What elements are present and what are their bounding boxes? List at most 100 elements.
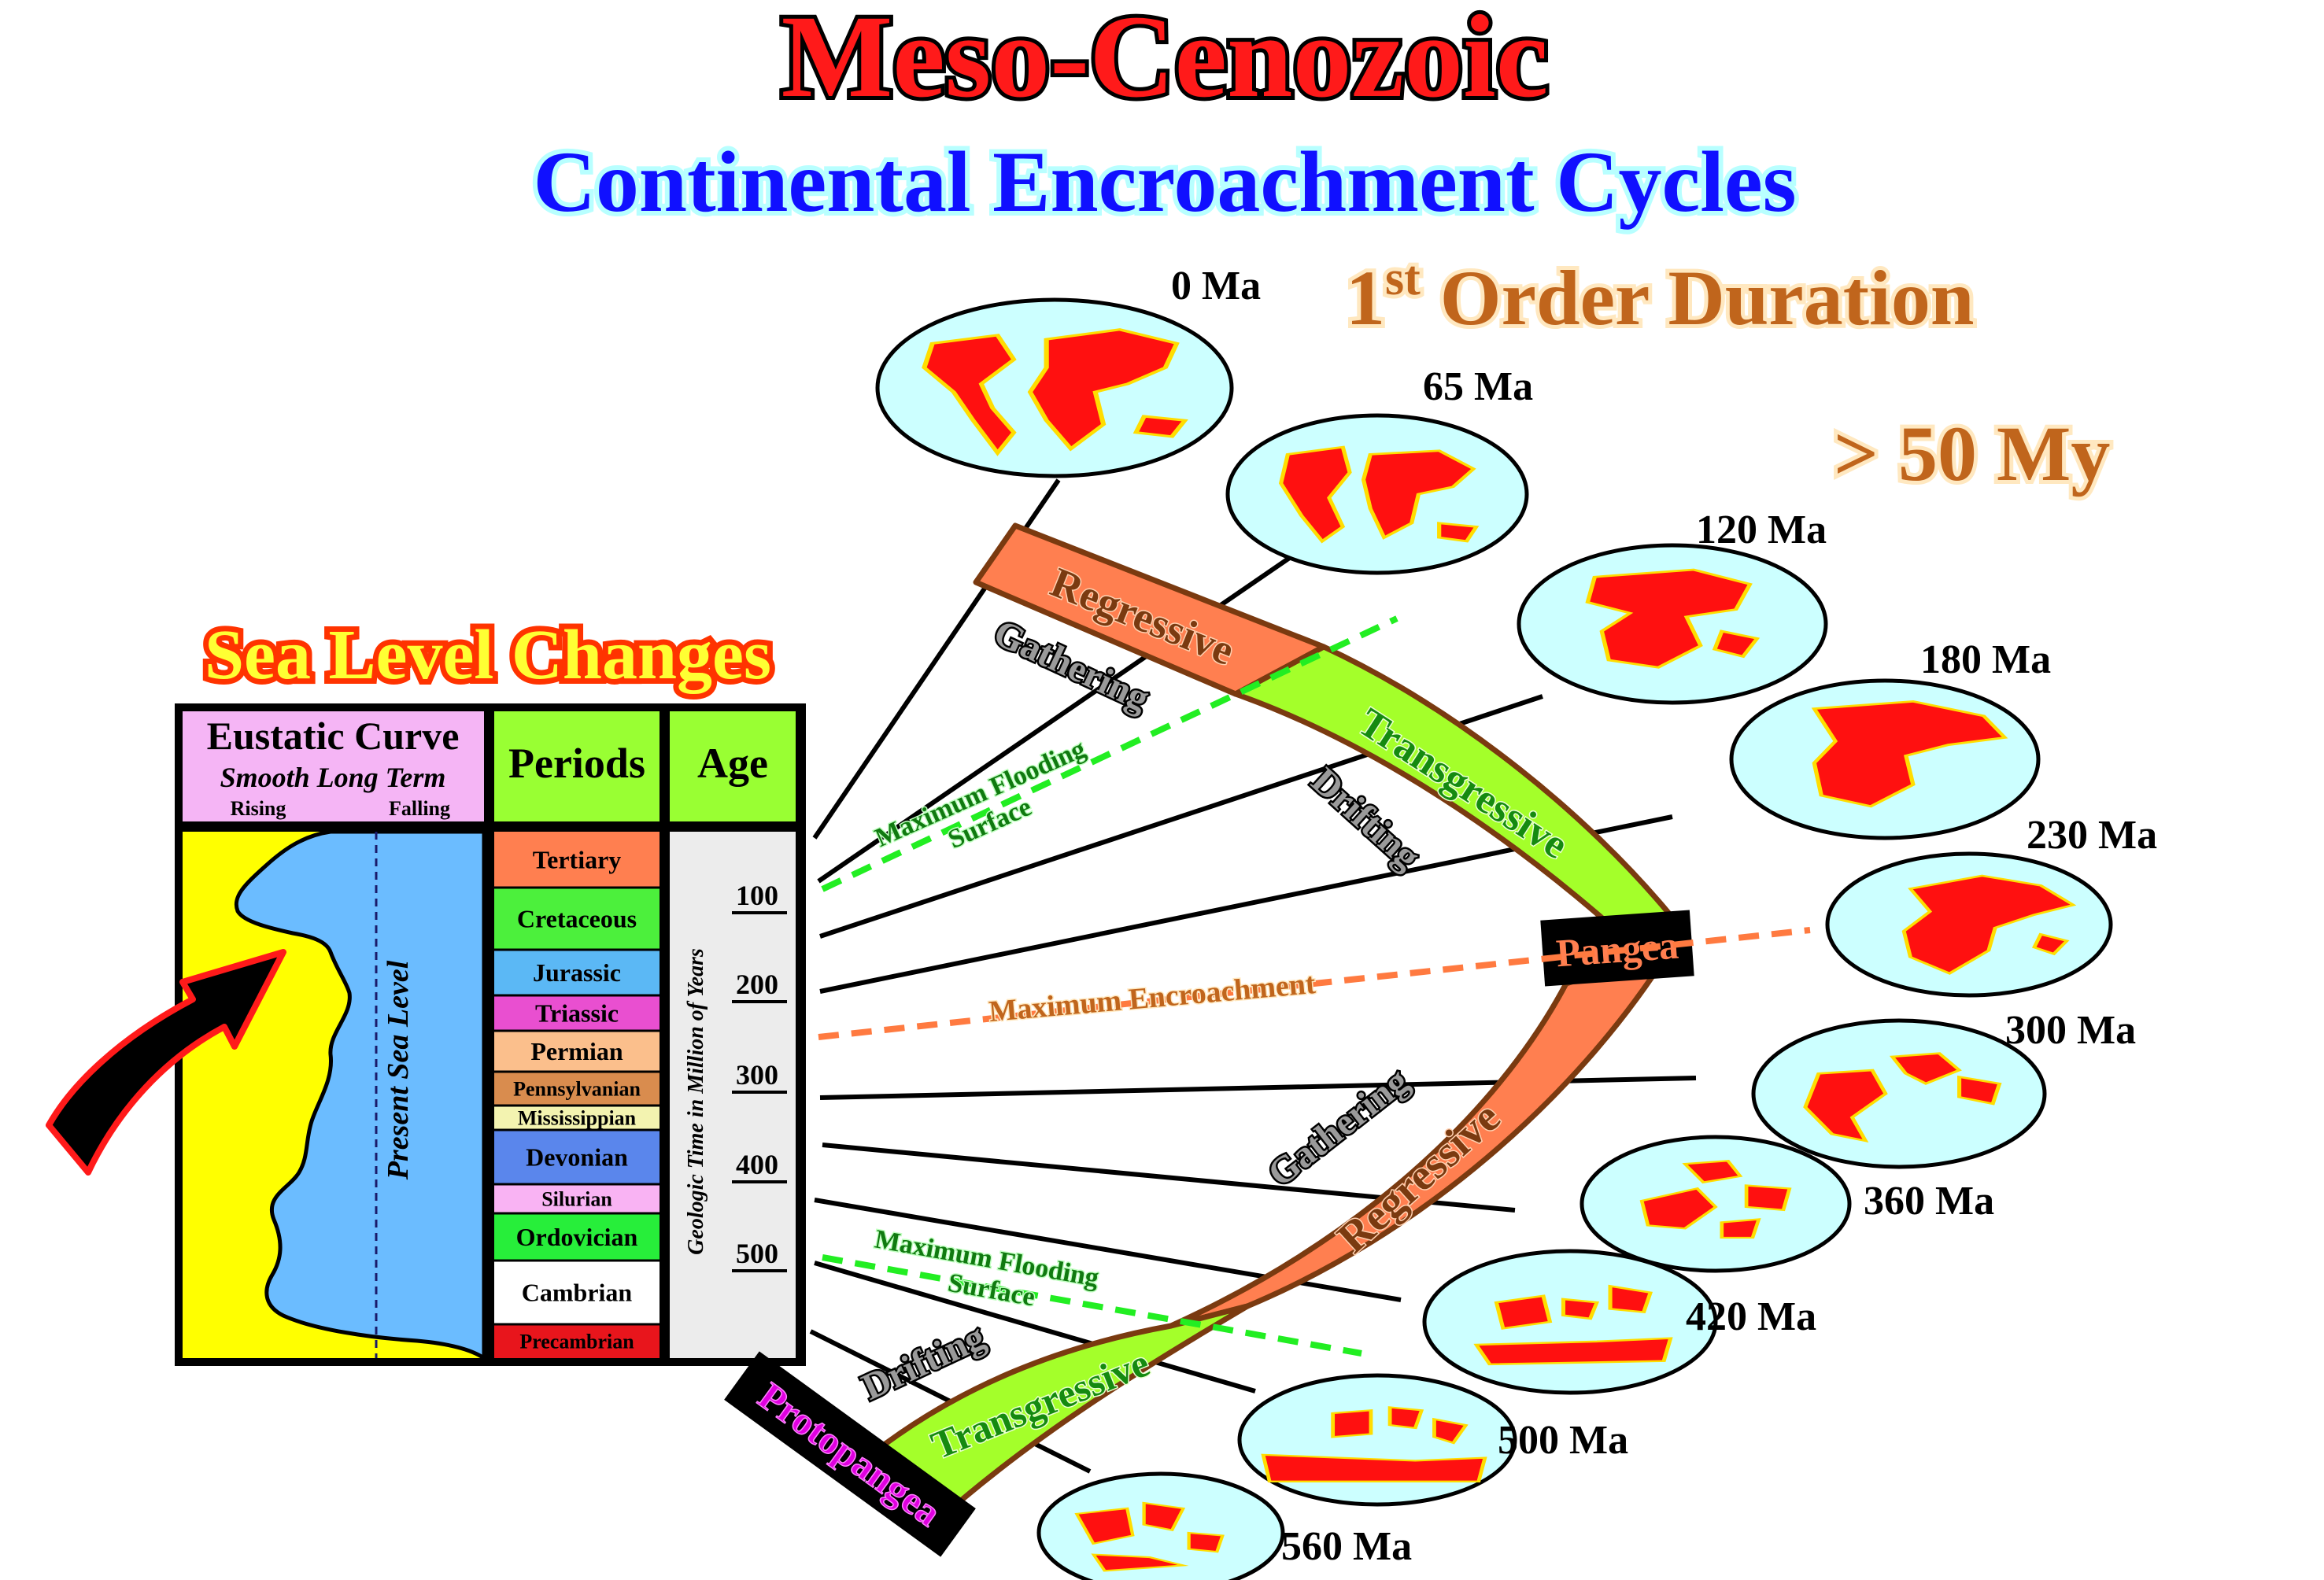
globe-560-ma: 560 Ma xyxy=(1036,1471,1412,1580)
continent-shape xyxy=(1261,1453,1487,1482)
falling-label: Falling xyxy=(389,797,450,820)
globe-continents-420-ma xyxy=(1473,1284,1673,1366)
period-label-pennsylvanian: Pennsylvanian xyxy=(513,1078,641,1101)
mfs-lower-line xyxy=(822,1254,1362,1357)
stratigraphic-column: Eustatic Curve Smooth Long Term Rising F… xyxy=(175,703,806,1366)
globe-continents-300-ma xyxy=(1803,1052,2002,1143)
period-label-triassic: Triassic xyxy=(535,999,619,1028)
continent-shape xyxy=(1432,1417,1469,1445)
globe-420-ma: 420 Ma xyxy=(1422,1249,1816,1395)
globe-continents-230-ma xyxy=(1901,874,2077,975)
duration-heading: 1st Order Duration xyxy=(1342,248,1978,345)
eustatic-header xyxy=(183,711,484,821)
period-label-devonian: Devonian xyxy=(526,1143,628,1172)
globe-230-ma: 230 Ma xyxy=(1825,813,2157,998)
main-title: Meso-Cenozoic xyxy=(781,0,1549,122)
globe-0-ma: 0 Ma xyxy=(875,264,1261,478)
age-header-cell xyxy=(670,711,796,821)
period-label-precambrian: Precambrian xyxy=(519,1331,634,1353)
continent-shape xyxy=(1437,522,1480,543)
globe-continents-65-ma xyxy=(1278,445,1480,544)
continent-shape xyxy=(1473,1337,1673,1366)
age-label-200: 200 xyxy=(736,969,778,1000)
globe-ocean-500-ma xyxy=(1237,1373,1517,1507)
globe-65-ma: 65 Ma xyxy=(1225,364,1533,575)
period-cell-devonian xyxy=(494,1130,660,1184)
geologic-time-label: Geologic Time in Million of Years xyxy=(684,948,708,1255)
globe-label-120-ma: 120 Ma xyxy=(1696,508,1827,552)
period-cell-mississippian xyxy=(494,1106,660,1130)
duration-value: > 50 My xyxy=(1834,410,2110,497)
age-ticks: 100 200 300 400 500 xyxy=(732,880,787,1272)
globe-label-230-ma: 230 Ma xyxy=(2027,813,2157,858)
globe-continents-560-ma xyxy=(1074,1501,1225,1572)
continent-shape xyxy=(1889,1052,1962,1085)
globe-300-ma: 300 Ma xyxy=(1751,1008,2136,1169)
continent-shape xyxy=(1744,1184,1792,1212)
globe-360-ma: 360 Ma xyxy=(1580,1135,1994,1273)
globe-label-0-ma: 0 Ma xyxy=(1171,264,1261,308)
duration-ordinal: 1 xyxy=(1346,254,1385,341)
continent-shape xyxy=(1639,1187,1718,1230)
continent-shape xyxy=(1387,1406,1424,1430)
period-label-mississippian: Mississippian xyxy=(518,1107,637,1130)
continent-shape xyxy=(1901,874,2077,975)
age-label-500: 500 xyxy=(736,1238,778,1269)
continent-shape xyxy=(2031,932,2070,956)
continent-shape xyxy=(1585,568,1753,669)
period-cell-triassic xyxy=(494,995,660,1031)
fan-line-500 xyxy=(814,1261,1256,1394)
svg-text:1st Order Duration: 1st Order Duration xyxy=(1346,252,1974,341)
globe-label-560-ma: 560 Ma xyxy=(1281,1524,1412,1569)
continent-shape xyxy=(922,334,1017,456)
globe-ocean-300-ma xyxy=(1751,1018,2047,1169)
globe-label-500-ma: 500 Ma xyxy=(1498,1418,1628,1463)
period-label-permian: Permian xyxy=(530,1037,623,1065)
duration-sup: st xyxy=(1385,252,1421,305)
globe-ocean-360-ma xyxy=(1580,1135,1852,1273)
period-cell-precambrian xyxy=(494,1324,660,1358)
eustatic-title: Eustatic Curve xyxy=(207,714,460,758)
period-cell-tertiary xyxy=(494,832,660,888)
period-cell-pennsylvanian xyxy=(494,1072,660,1106)
period-cell-cambrian xyxy=(494,1261,660,1324)
continent-shape xyxy=(1091,1553,1189,1572)
continent-shape xyxy=(1187,1531,1225,1553)
continent-shape xyxy=(1074,1507,1135,1545)
period-label-cambrian: Cambrian xyxy=(522,1279,633,1307)
age-label-400: 400 xyxy=(736,1149,778,1180)
period-label-cretaceous: Cretaceous xyxy=(517,905,637,933)
max-encroachment-text: Maximum Encroachment xyxy=(988,967,1317,1028)
age-header: Age xyxy=(697,740,768,787)
continent-shape xyxy=(1957,1075,2002,1106)
continent-shape xyxy=(1608,1284,1653,1314)
pointer-arrow xyxy=(46,949,286,1176)
sea-level-title: Sea Level Changes xyxy=(205,616,771,694)
continent-shape xyxy=(1361,449,1476,540)
mfs-upper-line xyxy=(821,615,1398,892)
globe-continents-120-ma xyxy=(1585,568,1761,669)
continent-shape xyxy=(1682,1159,1743,1184)
globe-label-420-ma: 420 Ma xyxy=(1686,1294,1816,1339)
continent-shape xyxy=(1494,1294,1553,1330)
periods-column: TertiaryCretaceousJurassicTriassicPermia… xyxy=(494,832,660,1358)
globe-ocean-420-ma xyxy=(1422,1249,1718,1395)
globe-label-300-ma: 300 Ma xyxy=(2005,1008,2136,1053)
period-label-silurian: Silurian xyxy=(541,1188,612,1211)
period-cell-cretaceous xyxy=(494,888,660,950)
continent-shape xyxy=(1132,415,1188,438)
globe-continents-360-ma xyxy=(1639,1159,1792,1239)
present-sea-level-label: Present Sea Level xyxy=(382,960,415,1180)
period-label-ordovician: Ordovician xyxy=(516,1223,638,1251)
globe-180-ma: 180 Ma xyxy=(1729,637,2051,840)
globe-label-360-ma: 360 Ma xyxy=(1864,1179,1994,1224)
max-encroachment-line xyxy=(818,927,1811,1040)
eustatic-subtitle: Smooth Long Term xyxy=(220,762,446,793)
periods-header: Periods xyxy=(508,740,645,787)
age-label-300: 300 xyxy=(736,1059,778,1091)
continent-shape xyxy=(1331,1408,1373,1438)
age-label-100: 100 xyxy=(736,880,778,911)
continent-shape xyxy=(1027,328,1180,452)
globe-label-65-ma: 65 Ma xyxy=(1423,364,1533,409)
